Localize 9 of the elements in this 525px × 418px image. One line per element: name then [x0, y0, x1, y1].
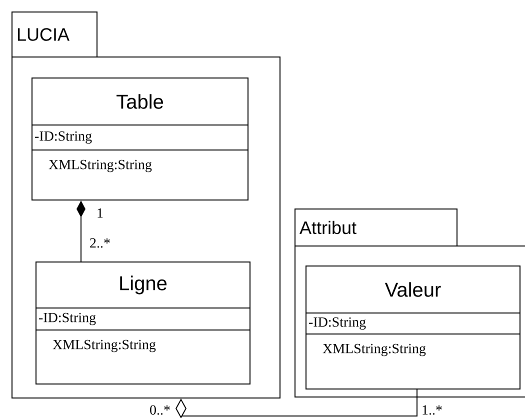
multiplicity-label: 2..* — [90, 238, 110, 248]
association-line — [176, 389, 418, 418]
multiplicity-label: 0..* — [150, 405, 170, 415]
multiplicity-label: 1..* — [422, 405, 442, 415]
class-box: Ligne -ID:String XMLString:String — [36, 262, 250, 384]
node-label: Attribut — [300, 220, 356, 234]
class-box: Valeur -ID:String XMLString:String — [306, 266, 520, 390]
class-box: Table -ID:String XMLString:String — [32, 78, 248, 200]
node-label: LUCIA — [18, 28, 70, 41]
